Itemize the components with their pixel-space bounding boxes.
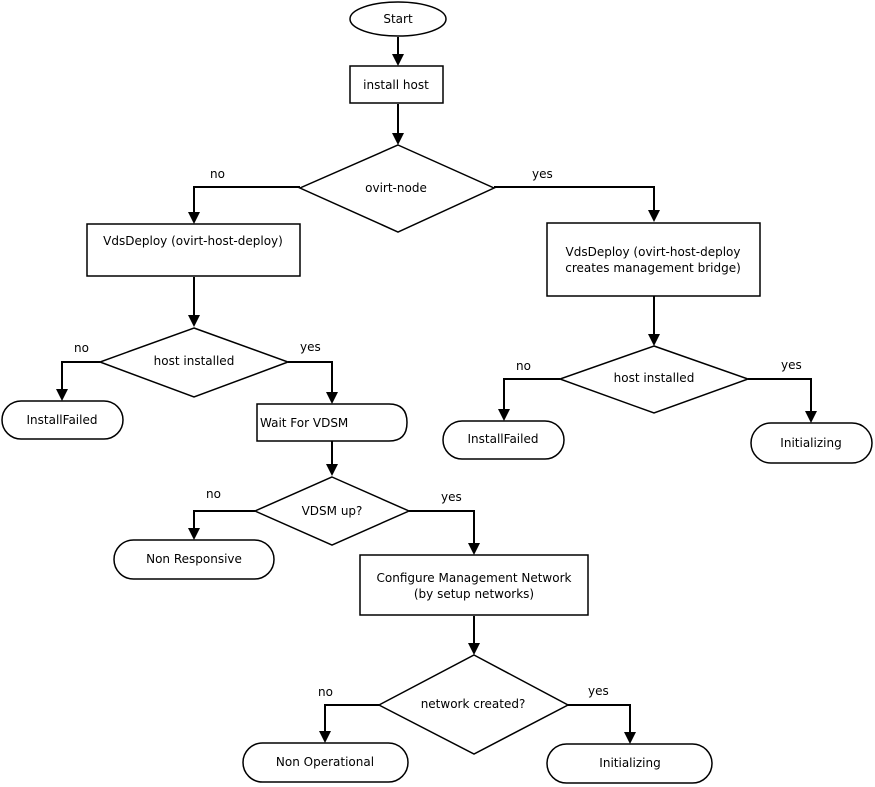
node-install-host-label: install host <box>363 78 429 92</box>
edge-vdsm-up-yes <box>409 510 475 546</box>
edge-host-installed-left-yes <box>288 361 333 395</box>
edge-label-network-created-no: no <box>318 685 333 699</box>
node-configure-network-label-line1: Configure Management Network <box>377 571 572 585</box>
node-wait-for-vdsm-label: Wait For VDSM <box>260 416 348 430</box>
edge-host-installed-right-no <box>503 378 560 412</box>
node-vdsdeploy-right: VdsDeploy (ovirt-host-deploy creates man… <box>546 222 761 297</box>
arrowhead <box>319 731 331 743</box>
edge-label-ovirt-node-yes: yes <box>532 167 553 181</box>
node-ovirt-node-label: ovirt-node <box>365 181 427 195</box>
arrowhead <box>392 54 404 66</box>
edge-host-installed-right-yes <box>748 378 812 414</box>
edge-network-created-no <box>324 704 379 734</box>
edge-label-host-installed-left-no: no <box>74 341 89 355</box>
node-non-operational: Non Operational <box>242 742 409 783</box>
node-network-created-label: network created? <box>421 697 526 711</box>
node-initializing-right-label: Initializing <box>780 436 841 450</box>
arrowhead <box>468 643 480 655</box>
edge-label-ovirt-node-no: no <box>210 167 225 181</box>
node-host-installed-left-decision: host installed <box>97 327 291 398</box>
node-initializing-bottom-label: Initializing <box>599 756 660 770</box>
edge-label-vdsm-up-yes: yes <box>441 490 462 504</box>
edge-label-host-installed-left-yes: yes <box>300 340 321 354</box>
arrowhead <box>188 315 200 327</box>
arrowhead <box>648 334 660 346</box>
edge-ovirt-node-yes <box>494 186 655 213</box>
edge-labels: no yes no yes no yes no yes no yes <box>74 167 802 699</box>
arrowhead <box>326 392 338 404</box>
arrowhead <box>498 409 510 421</box>
edge-label-network-created-yes: yes <box>588 684 609 698</box>
node-non-responsive-label: Non Responsive <box>146 552 242 566</box>
node-non-operational-label: Non Operational <box>276 755 374 769</box>
node-host-installed-right-decision: host installed <box>557 345 751 414</box>
node-install-failed-left-label: InstallFailed <box>27 413 98 427</box>
edge-vdsm-up-no <box>193 510 255 531</box>
node-host-installed-right-label: host installed <box>614 371 695 385</box>
arrowhead <box>392 133 404 145</box>
node-vdsm-up-label: VDSM up? <box>302 504 363 518</box>
arrowhead <box>624 732 636 744</box>
node-vdsdeploy-left-label: VdsDeploy (ovirt-host-deploy) <box>103 234 283 248</box>
arrowhead <box>188 212 200 224</box>
arrowhead <box>56 389 68 401</box>
edge-label-host-installed-right-no: no <box>516 359 531 373</box>
node-ovirt-node-decision: ovirt-node <box>298 144 496 233</box>
node-start: Start <box>349 1 447 37</box>
arrowhead <box>805 411 817 423</box>
arrowhead <box>648 210 660 222</box>
edge-host-installed-left-no <box>61 361 100 392</box>
node-install-host: install host <box>349 65 444 104</box>
arrowheads <box>56 54 817 744</box>
node-vdsdeploy-left: VdsDeploy (ovirt-host-deploy) <box>86 223 301 277</box>
edge-label-vdsm-up-no: no <box>206 487 221 501</box>
node-vdsm-up-decision: VDSM up? <box>253 476 411 546</box>
node-vdsdeploy-right-label-line2: creates management bridge) <box>565 261 741 275</box>
arrowhead <box>188 528 200 540</box>
arrowhead <box>468 543 480 555</box>
node-configure-network-label-line2: (by setup networks) <box>414 587 534 601</box>
node-install-failed-left: InstallFailed <box>1 400 124 440</box>
node-host-installed-left-label: host installed <box>154 354 235 368</box>
node-wait-for-vdsm: Wait For VDSM <box>256 403 408 442</box>
edges <box>61 37 812 735</box>
node-non-responsive: Non Responsive <box>113 539 275 580</box>
node-initializing-bottom: Initializing <box>546 743 713 784</box>
node-configure-network: Configure Management Network (by setup n… <box>359 554 589 616</box>
node-start-label: Start <box>383 12 413 26</box>
edge-network-created-yes <box>568 704 631 735</box>
node-vdsdeploy-right-label-line1: VdsDeploy (ovirt-host-deploy <box>566 245 741 259</box>
edge-ovirt-node-no <box>193 186 300 215</box>
node-initializing-right: Initializing <box>750 422 873 464</box>
node-install-failed-right: InstallFailed <box>442 420 565 460</box>
arrowhead <box>326 464 338 476</box>
edge-label-host-installed-right-yes: yes <box>781 358 802 372</box>
node-install-failed-right-label: InstallFailed <box>468 432 539 446</box>
node-network-created-decision: network created? <box>377 654 570 755</box>
